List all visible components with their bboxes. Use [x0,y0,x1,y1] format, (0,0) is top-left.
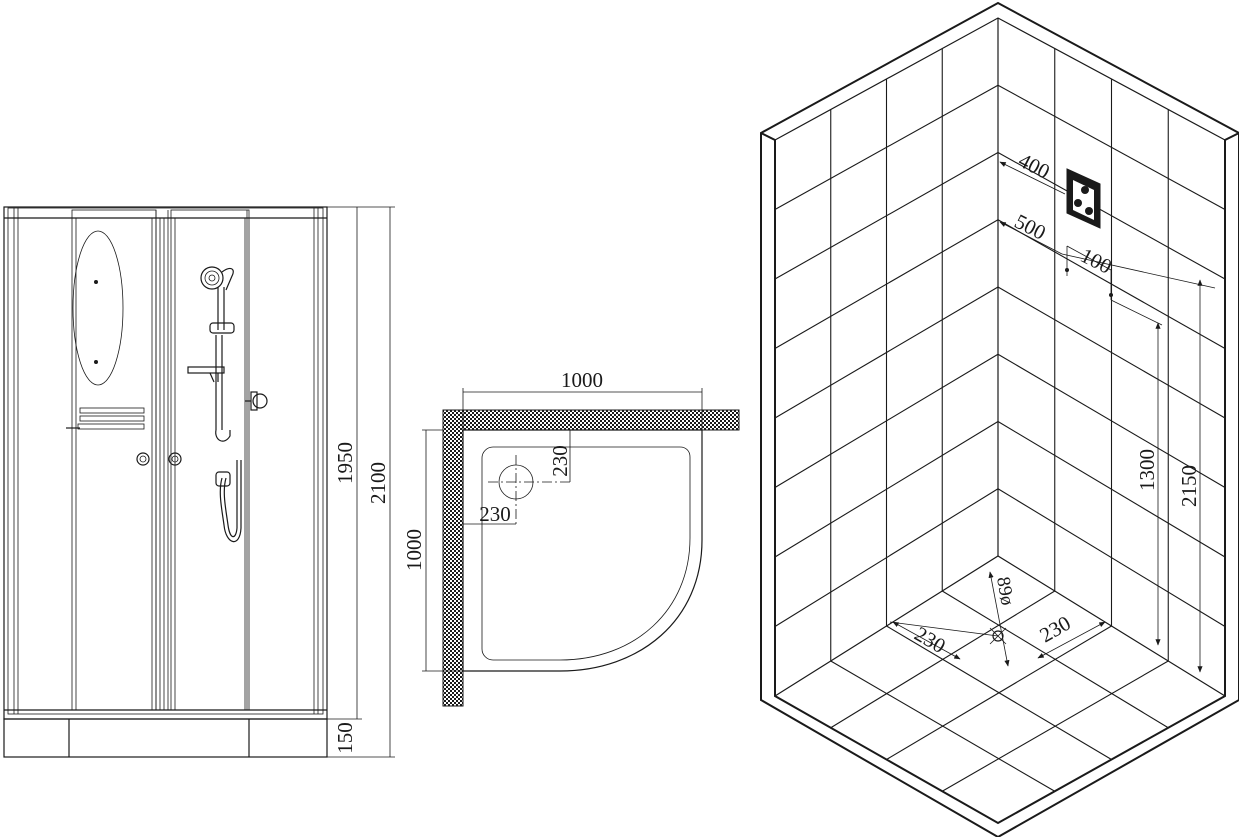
dim-2100: 2100 [366,462,390,504]
door-panel-left [71,209,157,711]
tile-line [997,488,1226,627]
dim-1950: 1950 [333,442,357,484]
control-panel-icon [1066,168,1101,229]
plan-view: 230 230 1000 1000 [402,368,740,707]
tile-line [997,219,1226,349]
soap-dish [187,366,225,383]
dim-230-left: 230 [911,622,950,659]
dim-400: 400 [1015,148,1054,184]
dim-500: 500 [1011,209,1050,245]
tile-line [941,660,1169,792]
dim-drain-x: 230 [479,502,511,526]
tile-line [774,152,999,280]
dim-drain-diameter: 89ø [992,575,1018,607]
tile-line [774,84,999,210]
corner-view: 400 500 100 1300 2150 89ø 230 230 [760,1,1239,837]
tile-line [997,421,1226,558]
dim-2150: 2150 [1177,465,1201,507]
shower-tray-inner [481,446,691,661]
tile-line [830,660,1056,792]
tile-line [997,286,1226,419]
tile-line [774,488,999,627]
tile-line [997,353,1226,488]
dim-drain-y: 230 [548,445,572,477]
tile-line [774,286,999,419]
tile-line [997,84,1226,210]
shower-tray-outer [462,429,703,672]
shower-hose [219,460,242,543]
shower-head-icon [200,266,235,442]
dim-plan-width: 1000 [561,368,603,392]
tile-line [774,219,999,349]
shelf [66,407,145,430]
dim-1300: 1300 [1135,449,1159,491]
door-knob-left [136,452,150,466]
shower-base [3,718,328,758]
dim-100: 100 [1077,243,1116,279]
wall-top [442,409,740,431]
mixer-valve [245,391,268,411]
tile-line [774,421,999,558]
cabin-frame [3,206,328,720]
front-view: 1950 2100 150 [3,206,395,758]
mirror [72,230,124,386]
wall-left [442,409,464,707]
wall-tiles [774,48,1226,792]
dim-150: 150 [333,722,357,754]
tile-line [997,152,1226,280]
door-knob-right [168,452,182,466]
tile-line [774,353,999,488]
dim-plan-depth: 1000 [402,529,426,571]
